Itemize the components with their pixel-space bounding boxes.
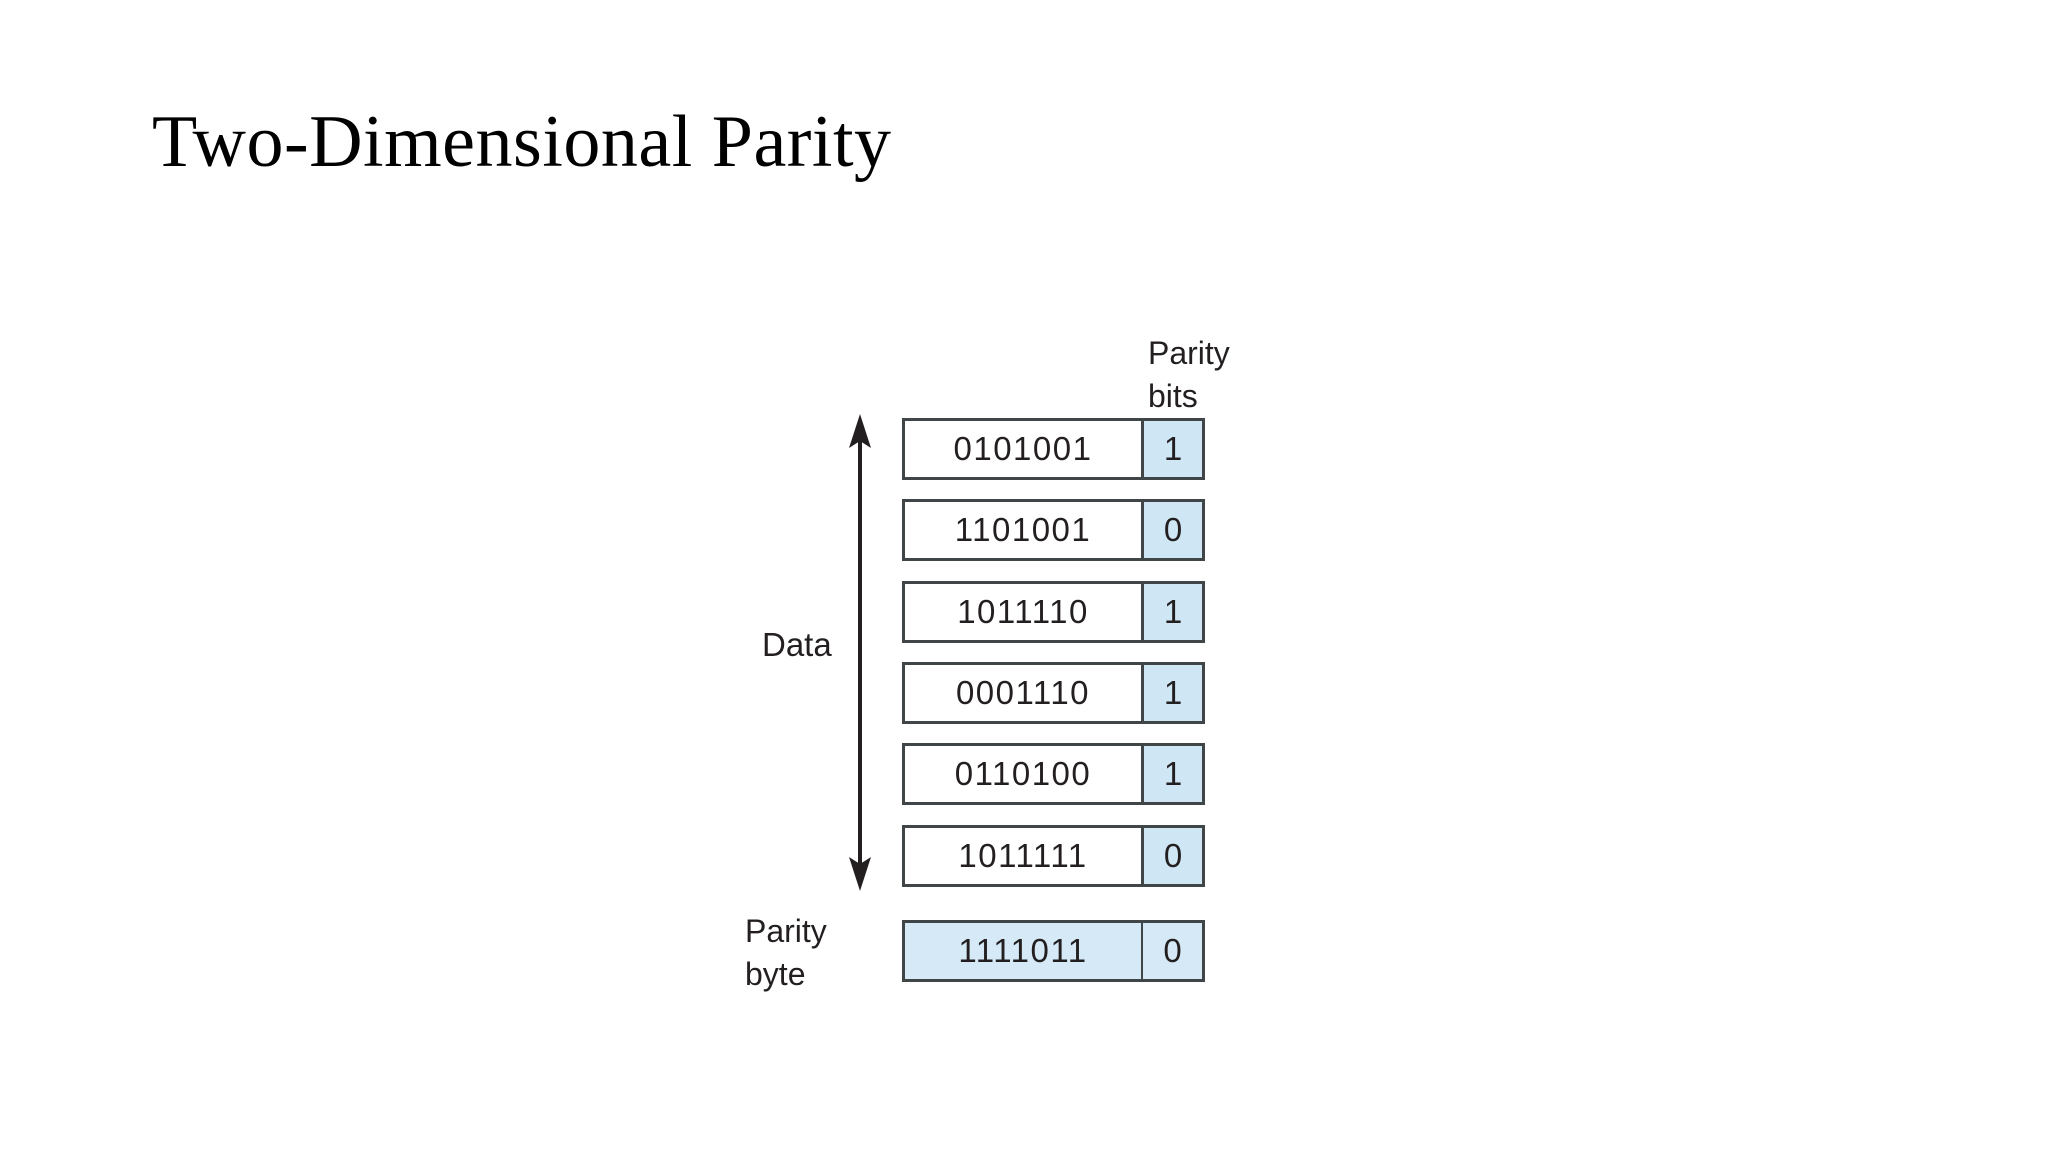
row-data-bits: 0110100 (905, 746, 1141, 802)
row-parity-bit: 1 (1141, 746, 1202, 802)
table-row: 1011110 1 (902, 581, 1205, 643)
parity-byte-label: Parity byte (745, 910, 827, 996)
table-row: 1011111 0 (902, 825, 1205, 887)
parity-bits-label-line1: Parity (1148, 335, 1230, 371)
parity-byte-label-line2: byte (745, 956, 806, 992)
page-title: Two-Dimensional Parity (152, 101, 892, 183)
data-label: Data (762, 626, 832, 663)
row-parity-bit: 0 (1141, 828, 1202, 884)
parity-byte-parity-bit: 0 (1141, 923, 1202, 979)
table-row: 0001110 1 (902, 662, 1205, 724)
parity-byte-bits: 1111011 (905, 923, 1141, 979)
table-row: 0101001 1 (902, 418, 1205, 480)
row-data-bits: 1011110 (905, 584, 1141, 640)
parity-bits-label-line2: bits (1148, 378, 1198, 414)
row-parity-bit: 1 (1141, 665, 1202, 721)
row-parity-bit: 0 (1141, 502, 1202, 558)
parity-byte-label-line1: Parity (745, 913, 827, 949)
row-data-bits: 1011111 (905, 828, 1141, 884)
row-data-bits: 0001110 (905, 665, 1141, 721)
row-parity-bit: 1 (1141, 421, 1202, 477)
row-data-bits: 0101001 (905, 421, 1141, 477)
parity-byte-row: 1111011 0 (902, 920, 1205, 982)
parity-bits-label: Parity bits (1148, 332, 1230, 418)
data-span-arrow-icon (849, 414, 871, 891)
row-data-bits: 1101001 (905, 502, 1141, 558)
row-parity-bit: 1 (1141, 584, 1202, 640)
table-row: 1101001 0 (902, 499, 1205, 561)
table-row: 0110100 1 (902, 743, 1205, 805)
